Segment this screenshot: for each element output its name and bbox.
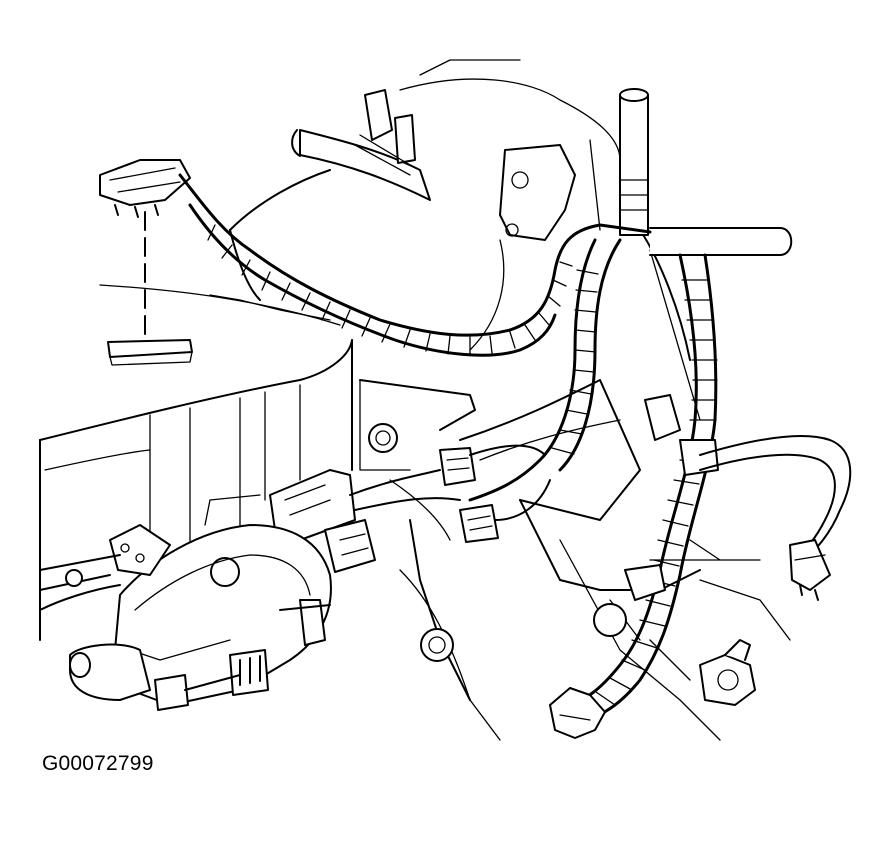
transmission-housing xyxy=(39,59,791,741)
electrical-connector xyxy=(269,89,852,601)
cable-bracket xyxy=(279,599,331,646)
mounting-bolt xyxy=(368,423,756,706)
vacuum-hose xyxy=(291,88,793,256)
park-neutral-position-switch xyxy=(39,494,332,711)
wiring-harness-connector xyxy=(99,159,193,366)
figure-id-label: G00072799 xyxy=(42,752,154,775)
wiring-harness xyxy=(178,173,718,739)
